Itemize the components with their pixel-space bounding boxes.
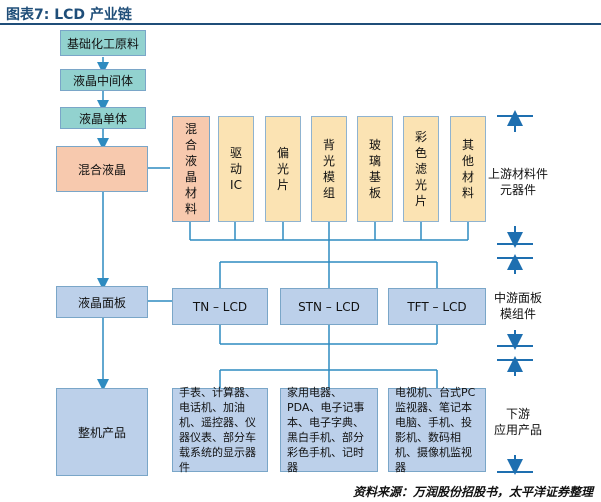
module-tft-lcd: TFT – LCD <box>388 288 486 325</box>
basic-chemicals-label: 基础化工原料 <box>66 36 139 51</box>
application-tft-products: 电视机、台式PC监视器、笔记本电脑、手机、投影机、数码相机、摄像机监视器 <box>388 386 486 474</box>
module-stn-lcd: STN – LCD <box>280 288 378 325</box>
material-other: 其他材料 <box>450 116 486 222</box>
material-color-filter: 彩色滤光片 <box>403 116 439 222</box>
module-tn-lcd: TN – LCD <box>172 288 268 325</box>
material-backlight-label: 背光模组 <box>322 138 335 200</box>
downstream-label: 下游 应用产品 <box>493 407 542 437</box>
crystal-intermediate-box: 液晶中间体 <box>60 69 146 91</box>
crystal-monomer-box: 液晶单体 <box>60 107 146 129</box>
material-driver-ic: 驱动IC <box>218 116 254 222</box>
lcd-panel-box: 液晶面板 <box>56 286 148 318</box>
application-tn-products: 手表、计算器、电话机、加油机、遥控器、仪器仪表、部分车载系统的显示器件 <box>172 386 268 474</box>
module-stn-lcd-label: STN – LCD <box>298 299 360 314</box>
figure-title: 图表7: LCD 产业链 <box>6 7 132 23</box>
end-product-label: 整机产品 <box>77 425 126 440</box>
material-glass-substrate-label: 玻璃基板 <box>368 138 381 200</box>
lcd-panel-label: 液晶面板 <box>77 295 126 310</box>
midstream-label: 中游面板 模组件 <box>493 291 542 321</box>
material-glass-substrate: 玻璃基板 <box>357 116 393 222</box>
module-tft-lcd-label: TFT – LCD <box>407 299 467 314</box>
material-backlight: 背光模组 <box>311 116 347 222</box>
material-polarizer-label: 偏光片 <box>276 146 289 192</box>
application-stn-text: 家用电器、PDA、电子记事本、电子字典、黑白手机、部分彩色手机、记时器 <box>287 386 365 474</box>
material-color-filter-label: 彩色滤光片 <box>414 130 427 208</box>
basic-chemicals-box: 基础化工原料 <box>60 30 146 56</box>
end-product-box: 整机产品 <box>56 388 148 476</box>
material-polarizer: 偏光片 <box>265 116 301 222</box>
mixed-crystal-box: 混合液晶 <box>56 146 148 192</box>
application-stn-products: 家用电器、PDA、电子记事本、电子字典、黑白手机、部分彩色手机、记时器 <box>280 386 378 474</box>
material-mixed-crystal-label: 混合液晶材料 <box>184 122 197 216</box>
material-mixed-crystal: 混合液晶材料 <box>172 116 210 222</box>
material-driver-ic-label: 驱动IC <box>229 146 242 192</box>
mixed-crystal-label: 混合液晶 <box>77 162 126 177</box>
application-tn-text: 手表、计算器、电话机、加油机、遥控器、仪器仪表、部分车载系统的显示器件 <box>179 386 256 474</box>
crystal-intermediate-label: 液晶中间体 <box>72 73 133 88</box>
application-tft-text: 电视机、台式PC监视器、笔记本电脑、手机、投影机、数码相机、摄像机监视器 <box>395 386 476 474</box>
upstream-label: 上游材料件 元器件 <box>488 167 549 197</box>
title-divider <box>0 23 601 25</box>
module-tn-lcd-label: TN – LCD <box>192 299 248 314</box>
material-other-label: 其他材料 <box>461 138 474 200</box>
crystal-monomer-label: 液晶单体 <box>78 111 127 126</box>
source-note: 资料来源：万润股份招股书，太平洋证券整理 <box>352 485 593 499</box>
